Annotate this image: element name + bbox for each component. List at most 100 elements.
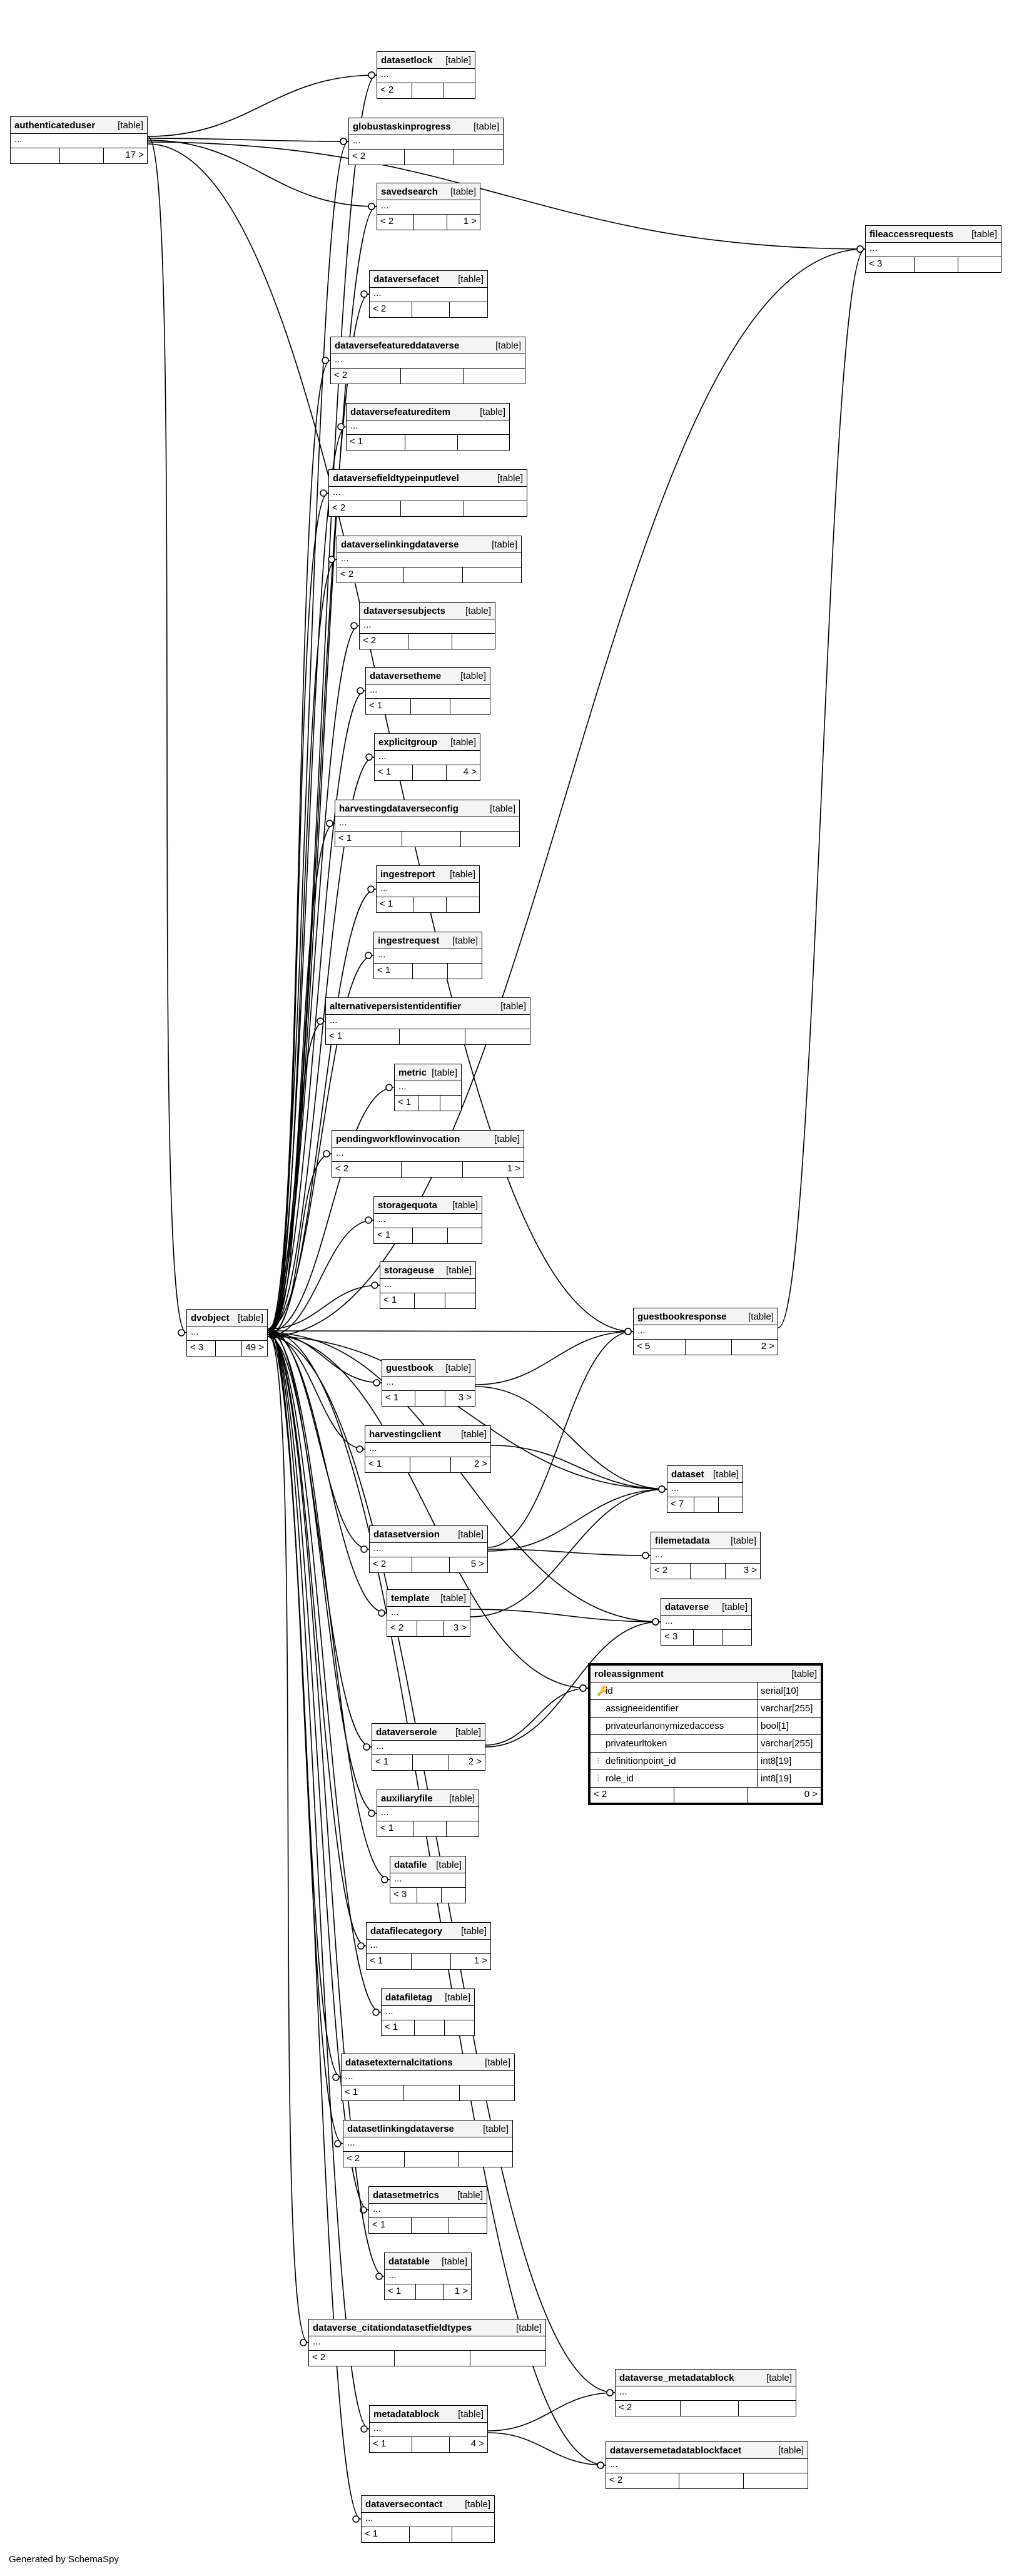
table-header[interactable]: dataversetheme[table]: [366, 668, 490, 685]
table-header[interactable]: dataverse[table]: [661, 1599, 751, 1616]
table-name[interactable]: datafilecategory: [370, 1925, 443, 1937]
table-header[interactable]: datasetmetrics[table]: [369, 2187, 487, 2204]
parent-count[interactable]: < 1: [382, 1391, 416, 1406]
parent-count[interactable]: < 2: [343, 2152, 405, 2167]
table-header[interactable]: globustaskinprogress[table]: [349, 118, 503, 135]
table-name[interactable]: dvobject: [191, 1312, 230, 1323]
table-dataversefieldtypeinputlevel[interactable]: dataversefieldtypeinputlevel[table]...< …: [328, 469, 527, 517]
table-datasetlinkingdataverse[interactable]: datasetlinkingdataverse[table]...< 2: [343, 2120, 513, 2167]
parent-count[interactable]: < 2: [337, 568, 404, 583]
child-count[interactable]: 3 >: [453, 1622, 467, 1633]
table-header[interactable]: storageuse[table]: [380, 1262, 475, 1279]
table-name[interactable]: pendingworkflowinvocation: [336, 1133, 460, 1144]
parent-count[interactable]: < 1: [342, 2085, 405, 2100]
parent-count[interactable]: < 1: [377, 897, 414, 912]
table-name[interactable]: filemetadata: [655, 1535, 710, 1546]
table-name[interactable]: dataverselinkingdataverse: [341, 539, 459, 550]
table-name[interactable]: globustaskinprogress: [353, 121, 451, 132]
table-dataversesubjects[interactable]: dataversesubjects[table]...< 2: [359, 602, 495, 649]
table-auxiliaryfile[interactable]: auxiliaryfile[table]...< 1: [377, 1789, 479, 1837]
parent-count[interactable]: < 1: [369, 2218, 412, 2233]
table-name[interactable]: guestbookresponse: [637, 1311, 727, 1322]
parent-count[interactable]: < 2: [309, 2351, 395, 2366]
table-name[interactable]: auxiliaryfile: [381, 1793, 433, 1804]
table-name[interactable]: datasetexternalcitations: [345, 2057, 453, 2068]
child-count[interactable]: 4 >: [470, 2438, 485, 2449]
table-dataverse[interactable]: dataverse[table]...< 3: [661, 1598, 752, 1646]
table-name[interactable]: harvestingclient: [369, 1428, 442, 1440]
table-dataset[interactable]: dataset[table]...< 7: [667, 1465, 743, 1513]
table-name[interactable]: dataversefeatureditem: [350, 406, 451, 417]
table-dataversemetadatablockfacet[interactable]: dataversemetadatablockfacet[table]...< 2: [606, 2441, 808, 2489]
table-ingestrequest[interactable]: ingestrequest[table]...< 1: [373, 932, 482, 979]
child-count[interactable]: 1 >: [454, 2286, 469, 2296]
table-name[interactable]: dataverse: [665, 1601, 709, 1612]
parent-count[interactable]: < 3: [866, 257, 915, 272]
table-header[interactable]: harvestingdataverseconfig[table]: [335, 800, 519, 817]
table-datasetmetrics[interactable]: datasetmetrics[table]...< 1: [368, 2186, 487, 2234]
parent-count[interactable]: < 1: [374, 964, 413, 979]
parent-count[interactable]: < 1: [347, 435, 406, 450]
table-header[interactable]: dataversemetadatablockfacet[table]: [606, 2442, 808, 2459]
table-name[interactable]: dataversetheme: [370, 670, 442, 681]
table-header[interactable]: harvestingclient[table]: [365, 1426, 490, 1443]
parent-count[interactable]: < 1: [380, 1293, 415, 1308]
table-dataversefeatureddataverse[interactable]: dataversefeatureddataverse[table]...< 2: [330, 337, 525, 384]
table-header[interactable]: alternativepersistentidentifier[table]: [326, 998, 530, 1015]
table-header[interactable]: guestbook[table]: [382, 1360, 475, 1377]
parent-count[interactable]: < 1: [362, 2527, 410, 2542]
table-header[interactable]: auxiliaryfile[table]: [377, 1790, 479, 1807]
table-authenticateduser[interactable]: authenticateduser[table]...17 >: [10, 116, 148, 164]
table-header[interactable]: dataversefieldtypeinputlevel[table]: [329, 470, 527, 487]
child-count[interactable]: 2 >: [761, 1341, 774, 1352]
table-name[interactable]: dataverserole: [376, 1726, 437, 1738]
child-count[interactable]: 17 >: [125, 150, 144, 160]
parent-count[interactable]: < 2: [370, 302, 412, 317]
table-header[interactable]: explicitgroup[table]: [375, 734, 480, 751]
table-name[interactable]: ingestrequest: [378, 935, 440, 946]
table-header[interactable]: datafilecategory[table]: [367, 1923, 490, 1940]
table-ingestreport[interactable]: ingestreport[table]...< 1: [376, 865, 480, 913]
table-header[interactable]: fileaccessrequests[table]: [866, 226, 1001, 243]
parent-count[interactable]: < 7: [667, 1497, 695, 1512]
child-count[interactable]: 0 >: [804, 1789, 818, 1800]
table-name[interactable]: dataversefeatureddataverse: [335, 340, 460, 351]
table-dataversefacet[interactable]: dataversefacet[table]...< 2: [369, 270, 488, 318]
table-name[interactable]: roleassignment: [594, 1668, 664, 1679]
child-count[interactable]: 3 >: [743, 1565, 757, 1576]
child-count[interactable]: 2 >: [468, 1756, 482, 1767]
table-harvestingdataverseconfig[interactable]: harvestingdataverseconfig[table]...< 1: [335, 800, 520, 847]
table-name[interactable]: storageuse: [384, 1265, 435, 1276]
table-name[interactable]: explicitgroup: [378, 736, 438, 748]
table-header[interactable]: dataversefeatureditem[table]: [347, 404, 509, 420]
table-name[interactable]: datafiletag: [385, 1992, 433, 2003]
parent-count[interactable]: < 1: [326, 1029, 400, 1044]
parent-count[interactable]: < 5: [634, 1340, 686, 1355]
table-header[interactable]: dataverselinkingdataverse[table]: [337, 536, 521, 553]
table-name[interactable]: dataversecontact: [365, 2498, 443, 2510]
table-alternativepersistentidentifier[interactable]: alternativepersistentidentifier[table]..…: [325, 997, 530, 1045]
table-name[interactable]: dataversefacet: [373, 273, 440, 285]
table-name[interactable]: savedsearch: [381, 186, 438, 197]
table-name[interactable]: guestbook: [386, 1362, 433, 1373]
table-datafiletag[interactable]: datafiletag[table]...< 1: [381, 1988, 475, 2036]
table-header[interactable]: ingestreport[table]: [377, 866, 479, 883]
parent-count[interactable]: < 3: [390, 1888, 418, 1903]
table-dataverse-citationdatasetfieldtypes[interactable]: dataverse_citationdatasetfieldtypes[tabl…: [308, 2319, 546, 2366]
table-header[interactable]: dataset[table]: [667, 1466, 743, 1483]
child-count[interactable]: 3 >: [458, 1392, 472, 1403]
table-header[interactable]: datasetexternalcitations[table]: [342, 2054, 514, 2071]
table-dataversefeatureditem[interactable]: dataversefeatureditem[table]...< 1: [346, 403, 510, 451]
table-name[interactable]: datatable: [388, 2256, 430, 2267]
parent-count[interactable]: < 2: [606, 2473, 679, 2488]
